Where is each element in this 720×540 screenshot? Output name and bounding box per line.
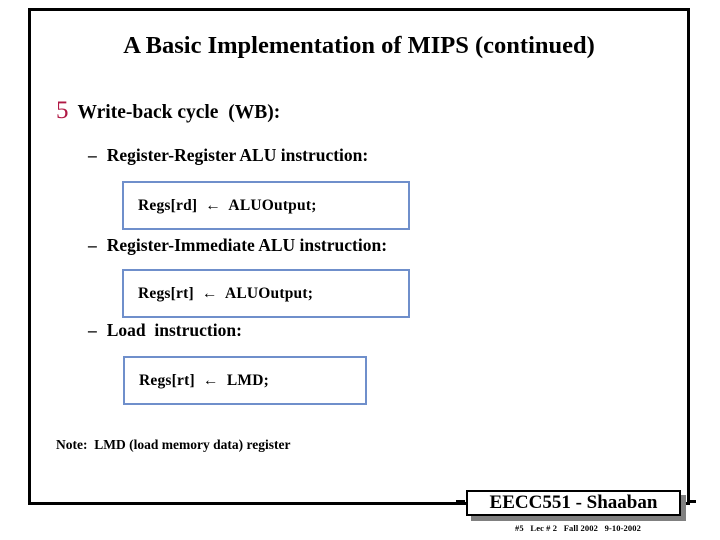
dash-bullet-icon: –: [88, 320, 97, 340]
sub-bullet-load: – Load instruction:: [88, 320, 242, 341]
footer-course-label: EECC551 - Shaaban: [489, 492, 658, 513]
slide-border-frame: [28, 8, 690, 505]
badge-tab-left-decoration: [456, 500, 465, 503]
sub-bullet-label-register-immediate: Register-Immediate ALU instruction:: [106, 235, 388, 255]
note-text: Note: LMD (load memory data) register: [56, 437, 291, 452]
sub-bullet-register-immediate: – Register-Immediate ALU instruction:: [88, 235, 387, 256]
code-text-regs-rt-lmd: Regs[rt] ← LMD;: [139, 371, 269, 389]
code-box-register-immediate: Regs[rt] ← ALUOutput;: [122, 269, 410, 318]
code-box-load: Regs[rt] ← LMD;: [123, 356, 367, 405]
sub-bullet-label-register-register: Register-Register ALU instruction:: [106, 145, 369, 165]
badge-tab-right-decoration: [687, 500, 696, 503]
code-text-regs-rt-aluoutput: Regs[rt] ← ALUOutput;: [138, 284, 314, 302]
page-title: A Basic Implementation of MIPS (continue…: [123, 32, 595, 59]
sub-bullet-label-load: Load instruction:: [106, 320, 242, 340]
footer-badge-group: EECC551 - Shaaban: [456, 490, 696, 521]
dash-bullet-icon: –: [88, 145, 97, 165]
code-box-register-register: Regs[rd] ← ALUOutput;: [122, 181, 410, 230]
dash-bullet-icon: –: [88, 235, 97, 255]
footer-meta-text: #5 Lec # 2 Fall 2002 9-10-2002: [515, 523, 641, 533]
bullet-write-back-cycle: 5 Write-back cycle (WB):: [56, 98, 280, 124]
bullet-write-back-label: Write-back cycle (WB):: [77, 102, 281, 123]
footer-badge: EECC551 - Shaaban: [466, 490, 681, 516]
sub-bullet-register-register: – Register-Register ALU instruction:: [88, 145, 368, 166]
bullet-number-marker: 5: [56, 97, 69, 124]
code-text-regs-rd-aluoutput: Regs[rd] ← ALUOutput;: [138, 196, 317, 214]
